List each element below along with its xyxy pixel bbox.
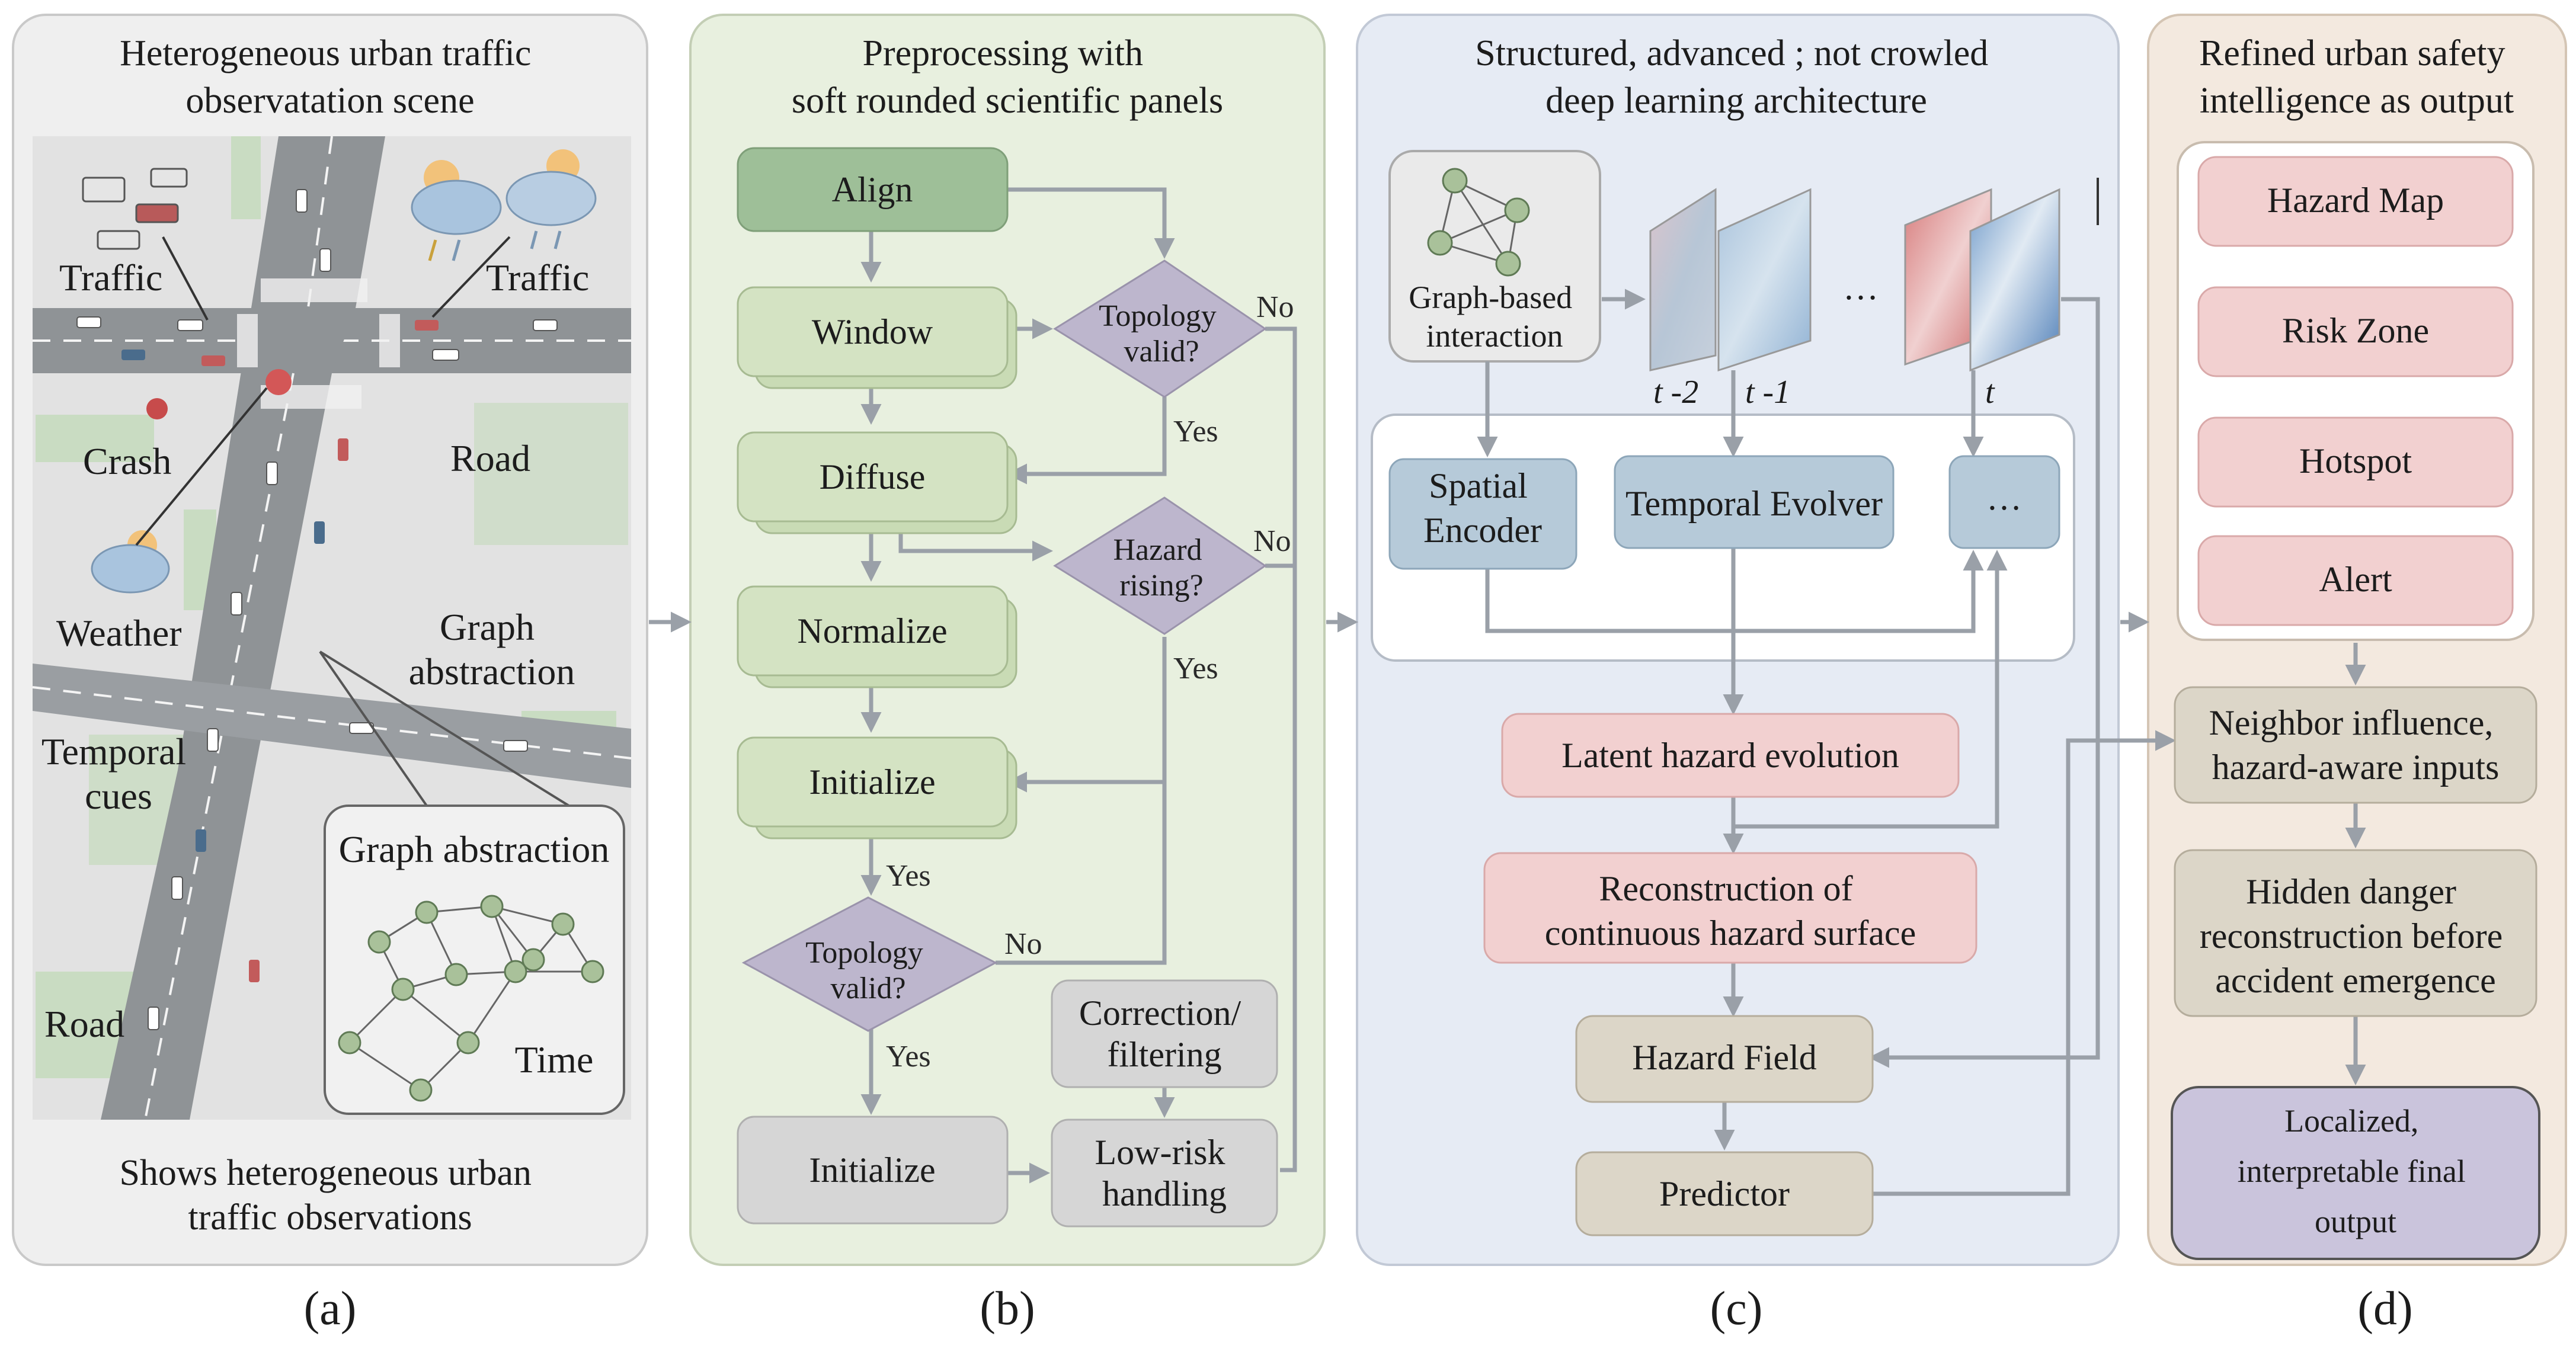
outputs-container	[2177, 141, 2535, 641]
label-traffic-right: Traffic	[486, 257, 589, 299]
svg-text:Predictor: Predictor	[1659, 1174, 1790, 1213]
label-crash: Crash	[83, 440, 171, 482]
svg-text:Neighbor influence, haza: Neighbor influence, hazard-aware inputs	[2209, 703, 2503, 787]
time-label-t-minus-1: t -1	[1745, 374, 1790, 411]
temporal-evolver-box: Temporal Evolver	[1614, 455, 1895, 549]
edge-yes-2: Yes	[1173, 652, 1218, 685]
svg-text:Initialize: Initialize	[809, 762, 935, 802]
trucks-icon	[82, 168, 188, 250]
svg-text:Window: Window	[812, 312, 933, 351]
output-hazard-map: Hazard Map	[2197, 156, 2514, 247]
svg-text:Temporal Evolver: Temporal Evolver	[1625, 484, 1883, 523]
crash-marker-icon	[265, 369, 292, 395]
caption-a: (a)	[304, 1283, 357, 1335]
step-align-box: Align	[737, 147, 1009, 232]
panel-a-footer: Shows heterogeneous urban traffic observ…	[119, 1153, 540, 1238]
panel-c-title: Structured, advanced ; not crowled deep …	[1475, 33, 1997, 121]
svg-text:Hazard Map: Hazard Map	[2267, 181, 2444, 220]
graph-abstraction-inset	[324, 805, 625, 1115]
svg-text:Initialize: Initialize	[809, 1150, 935, 1190]
final-output-box: Localized, interpretable final output	[2171, 1086, 2540, 1260]
edge-no-2: No	[1253, 524, 1291, 558]
edge-no-3: No	[1004, 927, 1042, 961]
decision-topology-1: Topology valid?	[1053, 259, 1267, 398]
label-road-top: Road	[450, 437, 530, 479]
step-normalize-box: Normalize	[737, 585, 1017, 688]
svg-text:…: …	[1986, 478, 2022, 517]
svg-text:Low-risk handling: Low-risk handling	[1095, 1133, 1234, 1213]
panel-d-title: Refined urban safety intelligence as out…	[2199, 33, 2514, 121]
svg-text:Graph-based interaction: Graph-based interaction	[1409, 280, 1580, 354]
caption-c: (c)	[1710, 1283, 1763, 1335]
time-ellipsis: …	[1843, 268, 1879, 307]
graph-interaction-box: Graph-based interaction	[1388, 150, 1601, 363]
spatial-encoder-box: Spatial Encoder	[1388, 458, 1577, 570]
svg-text:Latent hazard evolution: Latent hazard evolution	[1561, 736, 1899, 775]
step-initialize-green-box: Initialize	[737, 736, 1017, 839]
moon-cloud-rain-icon	[505, 149, 597, 249]
caption-d: (d)	[2357, 1283, 2412, 1335]
edge-yes-1: Yes	[1173, 415, 1218, 448]
svg-text:Hidden danger reconstruc: Hidden danger reconstruction before acci…	[2200, 872, 2511, 1000]
decision-topology-2: Topology valid?	[741, 896, 998, 1032]
time-label-t-minus-2: t -2	[1653, 374, 1698, 411]
crash-spark-icon	[146, 398, 168, 419]
panel-c-arrows	[1477, 297, 2176, 1196]
time-label-t: t	[1985, 374, 1995, 411]
svg-text:Hotspot: Hotspot	[2299, 441, 2412, 480]
panel-a-title: Heterogeneous urban traffic observatatio…	[120, 33, 540, 121]
sun-cloud-rain-icon	[411, 160, 502, 261]
inset-time-label: Time	[515, 1039, 594, 1081]
svg-text:Reconstruction of contin: Reconstruction of continuous hazard surf…	[1545, 869, 1916, 953]
svg-text:Normalize: Normalize	[797, 611, 947, 650]
panel-b-title: Preprocessing with soft rounded scientif…	[792, 33, 1223, 121]
svg-text:Risk Zone: Risk Zone	[2282, 311, 2429, 350]
label-road-bottom: Road	[44, 1003, 124, 1045]
edge-yes-3: Yes	[886, 859, 931, 893]
svg-text:Align: Align	[832, 170, 913, 209]
edge-no-1: No	[1256, 290, 1294, 324]
output-hotspot: Hotspot	[2197, 416, 2514, 508]
svg-text:Alert: Alert	[2319, 560, 2392, 599]
output-risk-zone: Risk Zone	[2197, 286, 2514, 377]
edge-yes-4: Yes	[886, 1040, 931, 1073]
step-window-box: Window	[737, 286, 1017, 389]
step-low-risk-box: Low-risk handling	[1051, 1119, 1278, 1228]
svg-text:Topology valid?: Topology valid?	[1099, 299, 1224, 368]
output-alert: Alert	[2197, 535, 2514, 626]
step-correction-box: Correction/ filtering	[1051, 979, 1278, 1088]
hazard-field-box: Hazard Field	[1575, 1015, 1874, 1103]
step-diffuse-box: Diffuse	[737, 431, 1017, 534]
latent-hazard-box: Latent hazard evolution	[1501, 713, 1960, 798]
svg-text:Hazard rising?: Hazard rising?	[1113, 533, 1209, 603]
neighbor-influence-box: Neighbor influence, hazard-aware inputs	[2174, 686, 2537, 804]
hidden-danger-box: Hidden danger reconstruction before acci…	[2174, 849, 2537, 1017]
svg-text:Diffuse: Diffuse	[820, 457, 926, 496]
label-traffic-left: Traffic	[59, 257, 162, 299]
label-graph-abstraction: Graph abstraction	[409, 606, 575, 693]
panel-b-arrows	[860, 187, 1297, 1184]
svg-text:Topology valid?: Topology valid?	[805, 936, 931, 1005]
svg-text:Spatial Encoder: Spatial Encoder	[1423, 466, 1542, 550]
svg-text:Localized, interpretable: Localized, interpretable final output	[2238, 1103, 2474, 1239]
svg-text:Hazard Field: Hazard Field	[1632, 1038, 1817, 1077]
weather-cloud-icon	[91, 530, 170, 594]
heatmap-frames	[1649, 178, 2099, 372]
label-weather: Weather	[56, 612, 182, 654]
step-initialize-gray-box: Initialize	[737, 1116, 1009, 1225]
decision-hazard: Hazard rising?	[1053, 496, 1267, 635]
more-modules-box: …	[1948, 455, 2060, 549]
svg-text:Correction/ filtering: Correction/ filtering	[1079, 994, 1250, 1074]
label-temporal-cues: Temporal cues	[41, 730, 196, 817]
reconstruction-box: Reconstruction of continuous hazard surf…	[1483, 852, 1977, 964]
predictor-box: Predictor	[1575, 1151, 1874, 1236]
inset-title: Graph abstraction	[339, 828, 610, 870]
caption-b: (b)	[980, 1283, 1035, 1335]
